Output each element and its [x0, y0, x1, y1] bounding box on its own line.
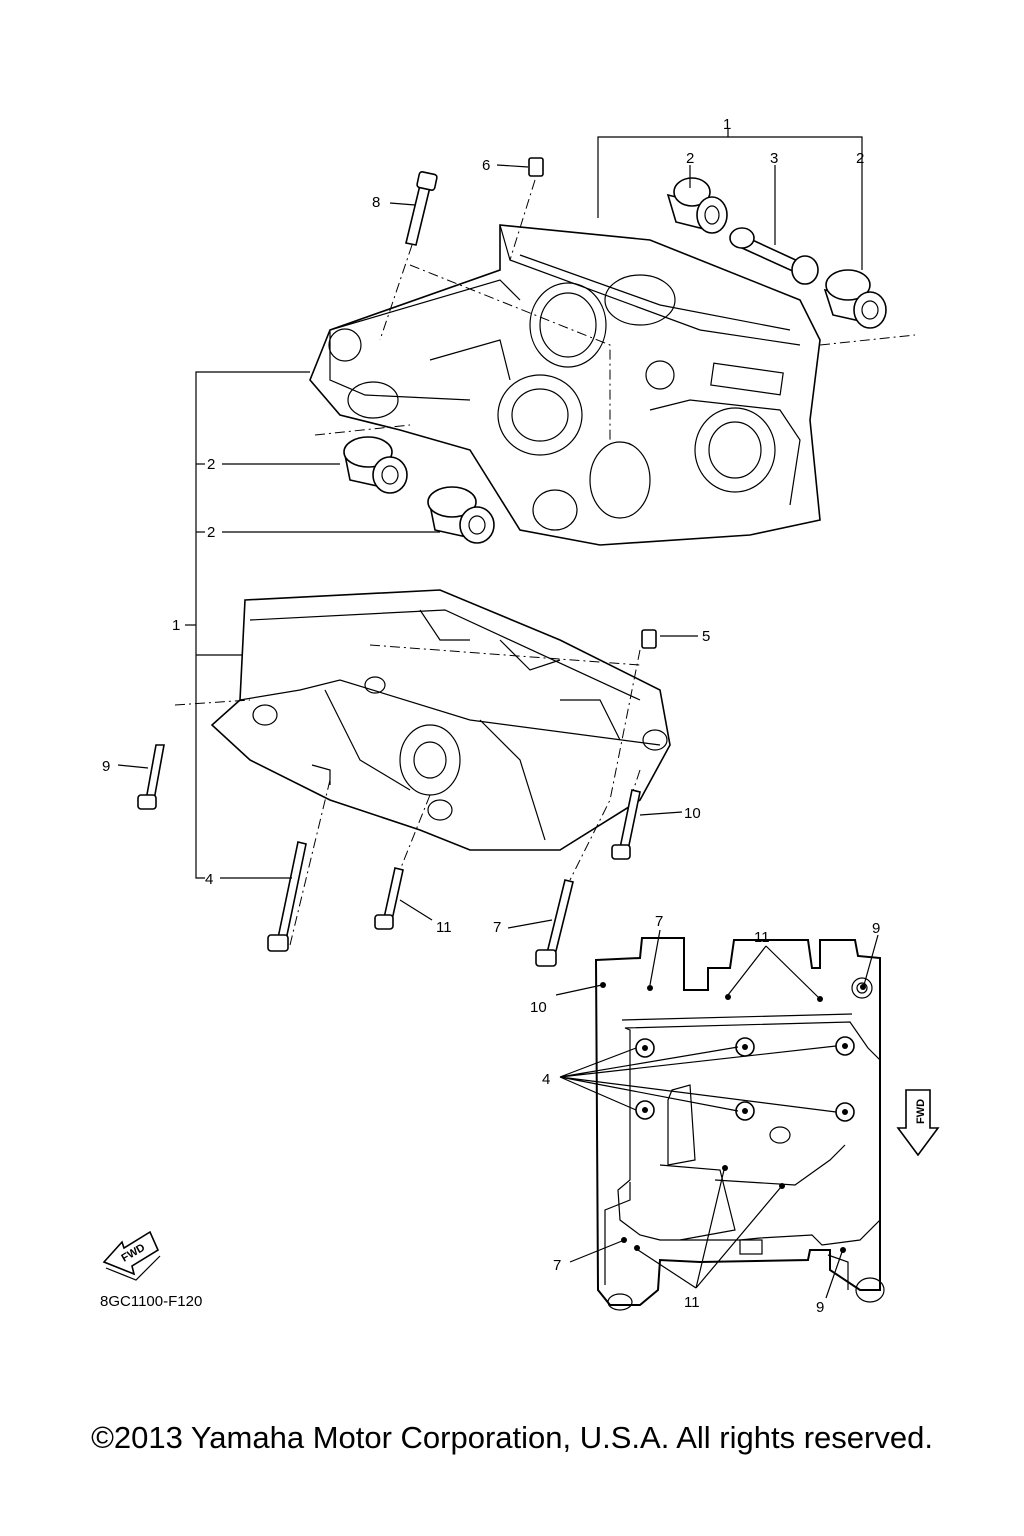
inset-callout-4: 4: [542, 1071, 550, 1088]
callout-2-mid-b: 2: [207, 524, 215, 541]
bushing-top-left: [666, 177, 728, 234]
inset-callout-11-bottom: 11: [684, 1294, 700, 1311]
callout-1-left: 1: [172, 617, 180, 634]
inset-bottom-view: 7 11 9 10 4 7 11 9: [530, 913, 885, 1316]
callout-group-1-left: 1: [172, 371, 310, 879]
callout-group-1-top: 1 2 3 2: [597, 116, 864, 270]
inset-callout-7-bottom: 7: [553, 1257, 561, 1274]
callout-10: 10: [684, 805, 701, 822]
callout-9: 9: [102, 758, 110, 775]
bushing-middle-b: [427, 486, 495, 544]
callout-11: 11: [436, 919, 452, 936]
callout-6: 6: [482, 157, 490, 174]
bolt-9: [137, 744, 165, 810]
callout-8: 8: [372, 194, 380, 211]
callout-7: 7: [493, 919, 501, 936]
fwd-arrow-down-icon: FWD: [896, 1089, 940, 1157]
inset-callout-11-top: 11: [754, 929, 770, 946]
inset-callout-10: 10: [530, 999, 547, 1016]
collar: [729, 227, 819, 285]
copyright-notice: ©2013 Yamaha Motor Corporation, U.S.A. A…: [91, 1420, 933, 1455]
drawing-code: 8GC1100-F120: [100, 1293, 203, 1310]
bolt-11: [374, 867, 404, 930]
lower-crankcase: [210, 589, 671, 851]
callout-3-top: 3: [770, 150, 778, 167]
bolt-8: [405, 171, 438, 246]
callout-2-top-right: 2: [856, 150, 864, 167]
bolt-4: [267, 841, 307, 952]
callout-2-mid-a: 2: [207, 456, 215, 473]
callout-5: 5: [702, 628, 710, 645]
callout-4: 4: [205, 871, 213, 888]
dowel-pin-6: [528, 157, 544, 177]
inset-callout-9-top: 9: [872, 920, 880, 937]
fwd-arrow-badge-icon: FWD: [102, 1230, 161, 1281]
bolt-7: [535, 879, 574, 967]
inset-callout-7-top: 7: [655, 913, 663, 930]
callout-2-top-left: 2: [686, 150, 694, 167]
bushing-top-right: [823, 269, 887, 329]
dowel-pin-5: [641, 629, 657, 649]
callout-1-top: 1: [723, 116, 731, 133]
inset-callout-9-bottom: 9: [816, 1299, 824, 1316]
bolt-10: [611, 789, 641, 860]
inset-fwd-label: FWD: [915, 1099, 927, 1124]
upper-crankcase: [309, 224, 821, 546]
bushing-middle-a: [343, 436, 408, 494]
